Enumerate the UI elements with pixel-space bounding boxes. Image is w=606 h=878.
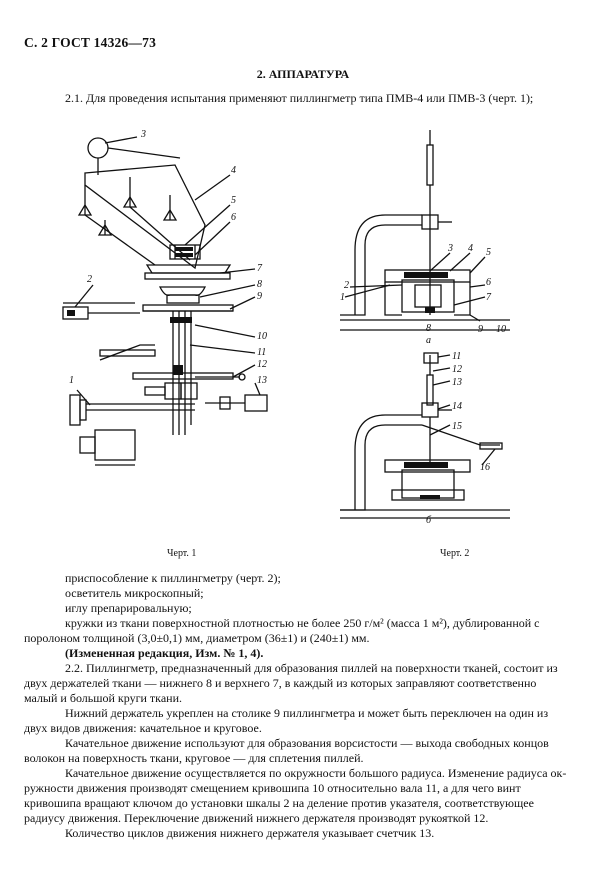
fig2-label-6: 6	[486, 277, 491, 288]
list-item-1: приспособление к пиллингметру (черт. 2);	[65, 571, 281, 585]
fig2-label-7: 7	[486, 292, 492, 303]
figure-2-caption: Черт. 2	[440, 548, 470, 559]
para-swing-line2: волокон на поверхность ткани, круговое —…	[24, 751, 364, 765]
para-krujki-line1: кружки из ткани поверхностной плотностью…	[65, 616, 540, 630]
fig1-label-13: 13	[257, 375, 267, 386]
edition-note: (Измененная редакция, Изм. № 1, 4).	[65, 646, 264, 660]
fig2-label-8: 8	[426, 323, 431, 334]
para-2-1: 2.1. Для проведения испытания применяют …	[65, 91, 534, 105]
fig2-label-12: 12	[452, 364, 462, 375]
para-lower-line1: Нижний держатель укреплен на столике 9 п…	[65, 706, 549, 720]
figure-1-caption: Черт. 1	[167, 548, 197, 559]
fig2-label-3: 3	[447, 243, 453, 254]
fig1-label-4: 4	[231, 165, 236, 176]
figure-2-drawing: 1 2 3 4 5 6 7 8 9 10 а 11 12 13 14 15 16…	[340, 130, 510, 525]
para-lower-line2: двух видов движения: качательное и круго…	[24, 721, 262, 735]
para-2-2-line2: двух держателей ткани — нижнего 8 и верх…	[24, 676, 537, 690]
para-krujki-line2: поролоном толщиной (3,0±0,1) мм, диаметр…	[24, 631, 370, 645]
fig2-label-10: 10	[496, 324, 506, 335]
fig2-label-4: 4	[468, 243, 473, 254]
para-swing-line1: Качательное движение используют для обра…	[65, 736, 549, 750]
para-2-2-line1: 2.2. Пиллингметр, предназначенный для об…	[65, 661, 558, 675]
para-radius-line1: Качательное движение осуществляется по о…	[65, 766, 567, 780]
fig1-label-8: 8	[257, 279, 262, 290]
fig1-label-11: 11	[257, 347, 266, 358]
fig2-label-13: 13	[452, 377, 462, 388]
fig2-label-14: 14	[452, 401, 462, 412]
para-counter: Количество циклов движения нижнего держа…	[65, 826, 435, 840]
section-title: 2. АППАРАТУРА	[256, 67, 350, 81]
fig2-label-2: 2	[344, 280, 349, 291]
fig2-label-5: 5	[486, 247, 491, 258]
fig1-label-12: 12	[257, 359, 267, 370]
list-item-3: иглу препарировальную;	[65, 601, 192, 615]
fig1-label-1: 1	[69, 375, 74, 386]
fig1-label-10: 10	[257, 331, 267, 342]
list-item-2: осветитель микроскопный;	[65, 586, 204, 600]
figure-1-drawing: 1 2 3 4 5 6 7 8 9 10 11 12 13	[62, 129, 268, 466]
fig2-sub-a: а	[426, 335, 431, 346]
fig2-label-11: 11	[452, 351, 461, 362]
fig1-label-9: 9	[257, 291, 262, 302]
para-2-2-line3: малый и большой круги ткани.	[24, 691, 182, 705]
para-radius-line2: ружности движения производят смещением к…	[24, 781, 521, 795]
fig1-label-3: 3	[140, 129, 146, 140]
fig2-label-9: 9	[478, 324, 483, 335]
fig2-label-16: 16	[480, 462, 490, 473]
page-header: С. 2 ГОСТ 14326—73	[24, 35, 157, 50]
fig1-label-2: 2	[87, 274, 92, 285]
fig2-label-1: 1	[340, 292, 345, 303]
fig1-label-6: 6	[231, 212, 236, 223]
fig1-label-5: 5	[231, 195, 236, 206]
fig1-label-7: 7	[257, 263, 263, 274]
fig2-sub-b: б	[426, 515, 432, 525]
para-radius-line3: кривошипа вращают ключом до установки шк…	[24, 796, 534, 810]
fig2-label-15: 15	[452, 421, 462, 432]
para-radius-line4: радиусу движения. Переключение движений …	[24, 811, 489, 825]
